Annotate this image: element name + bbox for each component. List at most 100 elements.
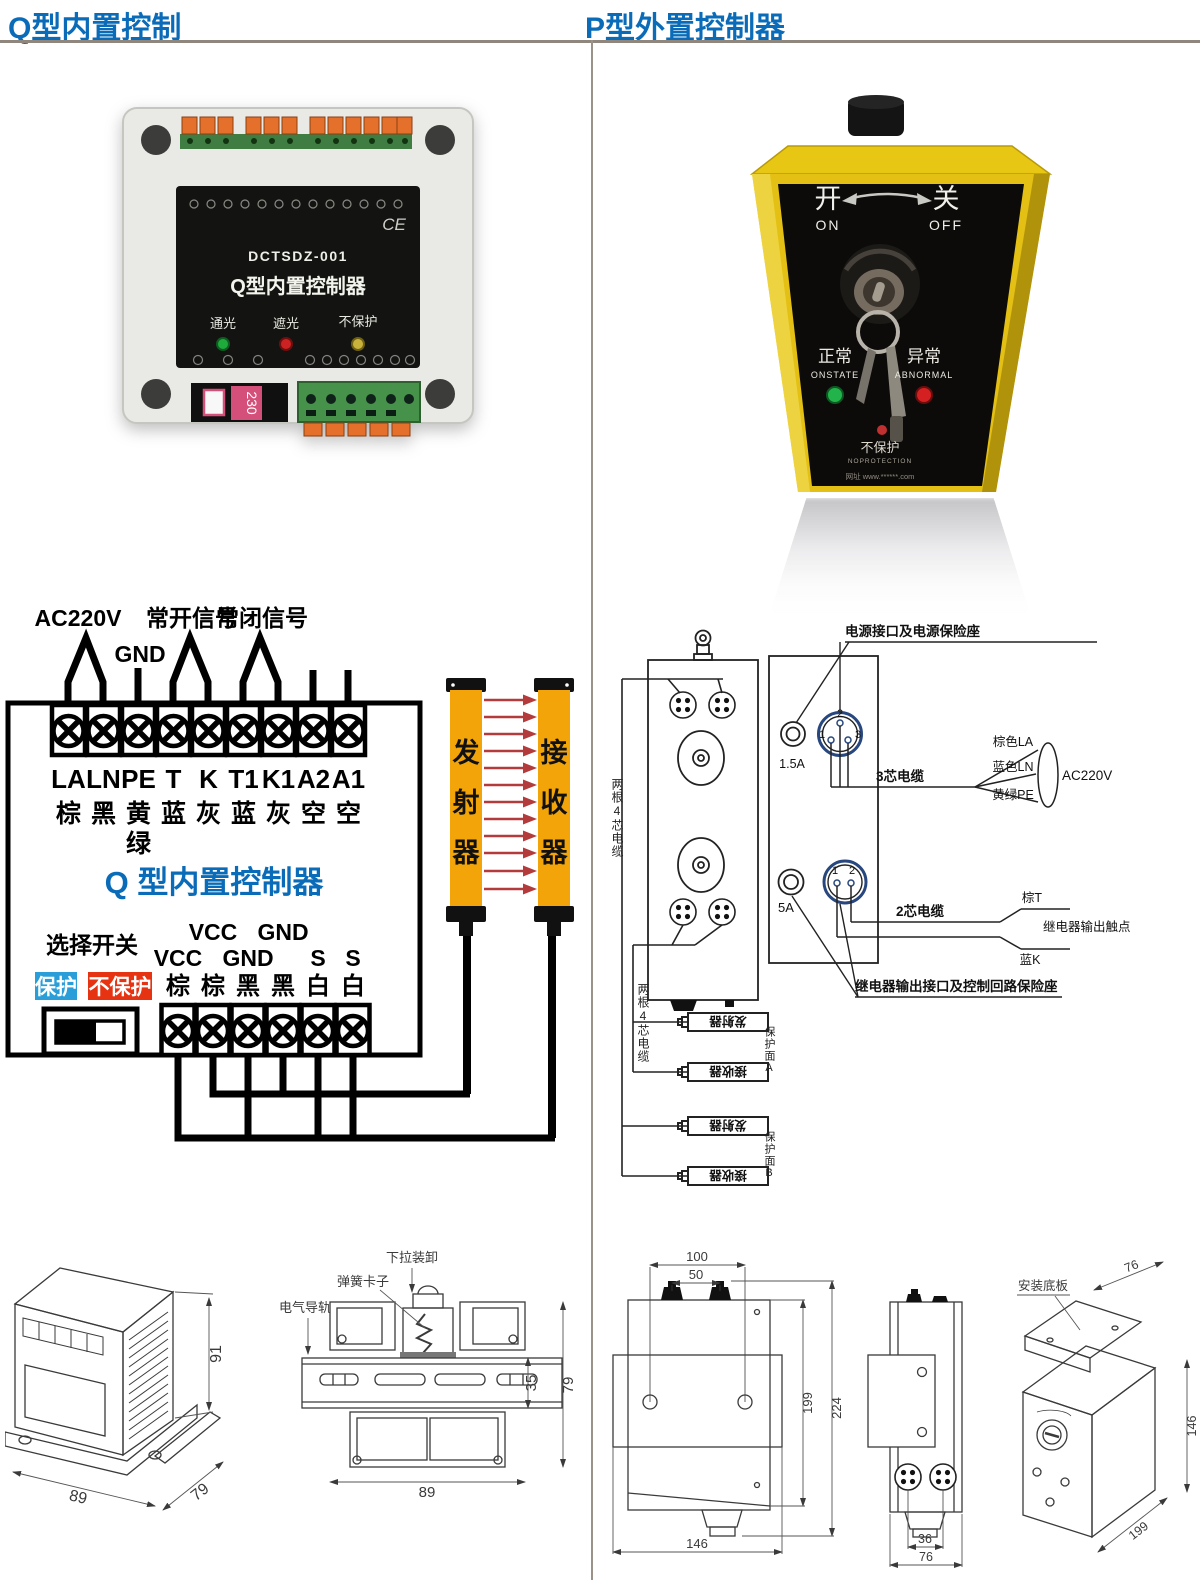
label-s2: S <box>345 945 360 971</box>
wire-color: 黑 <box>271 973 295 1000</box>
direction-arrow <box>842 192 932 205</box>
mounting-holes <box>141 125 455 409</box>
noprotect-badge: 不保护 <box>89 975 152 999</box>
front-panel <box>778 184 1024 486</box>
wire-color: 白 <box>341 972 365 1000</box>
label-no-signal: 常开信号 <box>146 605 238 631</box>
dim-91: 91 <box>208 1345 225 1363</box>
dim-36: 36 <box>918 1532 932 1546</box>
cable3-label: 3芯电缆 <box>876 768 925 784</box>
q-controller-photo: CE DCTSDZ-001 Q型内置控制器 通光 遮光 不保护 230 <box>122 107 474 437</box>
label-nc-signal: 常闭信号 <box>216 605 308 631</box>
normal-cn: 正常 <box>818 347 852 366</box>
led-label-on: 通光 <box>210 316 236 331</box>
q-iso-drawing: 91 89 79 <box>5 1267 225 1511</box>
terminal-detail <box>22 1317 104 1356</box>
p-side-dims: 36 76 <box>918 1532 933 1564</box>
mode-badges: 保护 不保护 <box>34 972 152 1000</box>
q-wiring-diagram: AC220V 常开信号 常闭信号 GND LA LN PE T K T1 K1 … <box>5 605 574 1142</box>
dim-50: 50 <box>689 1267 703 1282</box>
dimension-lines <box>305 1268 566 1485</box>
label-ac220v: AC220V <box>35 605 123 631</box>
wire-pe-label: 黄绿PE <box>992 787 1034 802</box>
selector-switch[interactable] <box>41 1006 140 1057</box>
label-gnd3: GND <box>222 945 273 971</box>
dim-199: 199 <box>800 1392 815 1414</box>
led-label-block: 遮光 <box>273 316 299 331</box>
column-divider <box>591 40 593 1580</box>
normal-green-led <box>826 386 844 404</box>
bar-receiver-b: 接收器 <box>709 1168 747 1183</box>
key-symbol <box>693 629 713 661</box>
close-en: OFF <box>929 217 963 233</box>
fuse-holders <box>677 730 725 893</box>
dim-100: 100 <box>686 1249 708 1264</box>
wire-la-label: 棕色LA <box>993 734 1034 749</box>
tx-char: 射 <box>452 788 480 818</box>
wire-color: 棕 <box>166 972 190 1000</box>
wire-color: 黄 <box>126 800 151 828</box>
product-name: Q型内置控制器 <box>230 274 367 298</box>
pin-3: 3 <box>855 729 861 741</box>
wire-color: 蓝 <box>161 800 186 828</box>
dim-79: 79 <box>560 1377 577 1394</box>
wire-color: 棕 <box>201 972 225 1000</box>
pin-2: 2 <box>849 865 855 877</box>
relay-contact-label: 继电器输出触点 <box>1043 919 1131 934</box>
terminal-k: K <box>199 764 218 794</box>
p-device-outline <box>647 659 759 1001</box>
dim-35: 35 <box>523 1375 540 1392</box>
p-controller-photo: 开 ON 关 OFF 正常 ONSTATE 异常 ABNORMAL <box>749 95 1053 492</box>
red-led <box>279 337 293 351</box>
wire-color: 灰 <box>266 800 291 828</box>
open-cn: 开 <box>815 184 842 214</box>
q-diagram-labels: AC220V 常开信号 常闭信号 GND LA LN PE T K T1 K1 … <box>35 605 366 1000</box>
dim-146: 146 <box>1185 1416 1199 1437</box>
p-diagram-texts: 电源接口及电源保险座 1.5A 2 1 3 3芯电缆 棕色LA 蓝色LN 黄绿P… <box>709 623 1131 1183</box>
terminal-pe: PE <box>121 764 156 794</box>
terminal-t: T <box>166 764 182 794</box>
two-cables-label-2: 两根4芯电缆 <box>636 983 650 1063</box>
key-switch <box>840 244 920 442</box>
noprotect-en: NOPROTECTION <box>848 458 912 465</box>
protect-badge: 保护 <box>34 975 77 999</box>
right-section-title: P型外置控制器 <box>585 12 786 45</box>
curtain-cables <box>463 936 556 1138</box>
terminal-la: LA <box>51 764 86 794</box>
tx-char: 器 <box>452 838 481 868</box>
power-fuse <box>780 721 806 747</box>
dimension-lines <box>12 1291 224 1511</box>
diagram-title: Q 型内置控制器 <box>105 865 325 900</box>
front-details <box>1032 1409 1072 1507</box>
label-gnd2: GND <box>257 919 308 945</box>
q-din-drawing: 下拉装卸 弹簧卡子 电气导轨 35 79 89 <box>279 1250 577 1501</box>
led-label-noprot: 不保护 <box>338 314 377 329</box>
top-terminal-screws <box>54 716 364 746</box>
switch-legends: 开 ON 关 OFF <box>815 184 963 233</box>
yellow-led <box>351 337 365 351</box>
wire-color: 空 <box>301 799 326 828</box>
p-iso-drawing: 安装底板 76 146 199 <box>1017 1257 1199 1553</box>
mounting-plate <box>1023 1300 1143 1373</box>
p-front-dims: 100 50 199 224 146 <box>686 1249 844 1551</box>
pin-1: 1 <box>832 865 838 877</box>
wire-ln-label: 蓝色LN <box>993 759 1034 774</box>
plate-label: 安装底板 <box>1018 1278 1069 1293</box>
terminal-t1: T1 <box>228 764 258 794</box>
pull-label: 下拉装卸 <box>386 1250 438 1265</box>
breaker-rating: 230 <box>244 391 260 415</box>
spring-clip <box>414 1313 434 1354</box>
dim-79: 79 <box>188 1480 213 1504</box>
label-gnd: GND <box>114 641 165 667</box>
extension-lines <box>649 1267 746 1402</box>
fuse-5a: 5A <box>778 900 794 915</box>
indicator-hole-row-bottom <box>192 354 416 366</box>
dim-199: 199 <box>1126 1519 1151 1543</box>
q-din-labels: 下拉装卸 弹簧卡子 电气导轨 35 79 89 <box>279 1250 577 1501</box>
p-side-drawing: 36 76 <box>867 1289 963 1568</box>
dimension-lines <box>1017 1261 1190 1553</box>
left-section-title: Q型内置控制 <box>8 12 182 45</box>
normal-en: ONSTATE <box>811 370 859 380</box>
open-en: ON <box>816 217 841 233</box>
